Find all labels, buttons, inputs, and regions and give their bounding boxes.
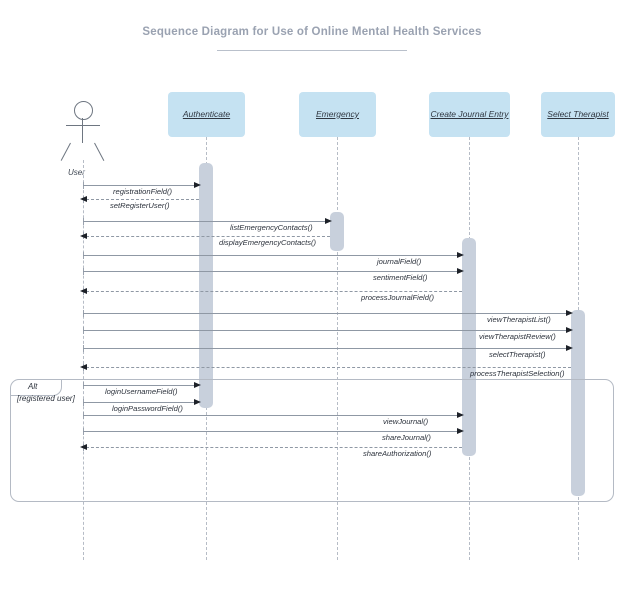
message-arrow-line xyxy=(86,199,199,200)
message-label: processTherapistSelection() xyxy=(470,369,565,378)
message-arrow-line xyxy=(83,221,327,222)
message-label: displayEmergencyContacts() xyxy=(219,238,317,247)
arrowhead-right-icon xyxy=(194,181,201,188)
participant-select-therapist[interactable]: Select Therapist xyxy=(541,92,615,137)
message-label: shareJournal() xyxy=(382,433,431,442)
message-label: setRegisterUser() xyxy=(110,201,170,210)
actor-arms-icon xyxy=(66,125,100,127)
message-arrow-line xyxy=(83,402,196,403)
message-label: viewTherapistList() xyxy=(487,315,551,324)
arrowhead-right-icon xyxy=(457,411,464,418)
message-arrow-line xyxy=(86,236,330,237)
message-arrow-line xyxy=(83,313,568,314)
alt-fragment-operator: Alt xyxy=(28,382,38,391)
message-label: listEmergencyContacts() xyxy=(230,223,313,232)
activation-bar-select-therapist xyxy=(571,310,585,496)
arrowhead-left-icon xyxy=(80,287,87,294)
participant-label: Emergency xyxy=(316,108,359,119)
message-label: selectTherapist() xyxy=(489,350,546,359)
arrowhead-right-icon xyxy=(566,309,573,316)
message-label: loginPasswordField() xyxy=(112,404,183,413)
message-arrow-line xyxy=(83,348,568,349)
arrowhead-right-icon xyxy=(457,251,464,258)
message-arrow-line xyxy=(86,291,462,292)
arrowhead-right-icon xyxy=(457,267,464,274)
page-title: Sequence Diagram for Use of Online Menta… xyxy=(142,26,482,38)
arrowhead-right-icon xyxy=(566,326,573,333)
message-label: registrationField() xyxy=(113,187,173,196)
message-arrow-line xyxy=(83,431,459,432)
activation-bar-authenticate xyxy=(199,163,213,408)
activation-bar-create-journal-entry xyxy=(462,238,476,456)
actor-label: User xyxy=(68,168,85,177)
message-arrow-line xyxy=(83,255,459,256)
message-label: loginUsernameField() xyxy=(105,387,178,396)
message-arrow-line xyxy=(83,185,196,186)
alt-fragment-tab xyxy=(10,379,62,396)
actor-leg-left-icon xyxy=(60,142,72,161)
message-arrow-line xyxy=(83,415,459,416)
arrowhead-left-icon xyxy=(80,363,87,370)
activation-bar-emergency xyxy=(330,212,344,251)
message-arrow-line xyxy=(86,447,462,448)
actor-head-icon xyxy=(74,101,93,120)
participant-emergency[interactable]: Emergency xyxy=(299,92,376,137)
message-label: viewJournal() xyxy=(383,417,429,426)
arrowhead-left-icon xyxy=(80,443,87,450)
participant-label: Authenticate xyxy=(182,108,231,119)
participant-authenticate[interactable]: Authenticate xyxy=(168,92,245,137)
message-label: viewTherapistReview() xyxy=(479,332,556,341)
message-label: journalField() xyxy=(377,257,422,266)
arrowhead-right-icon xyxy=(566,344,573,351)
title-underline xyxy=(217,50,407,51)
actor-leg-right-icon xyxy=(94,142,105,161)
alt-fragment xyxy=(10,379,614,502)
message-arrow-line xyxy=(86,367,571,368)
message-arrow-line xyxy=(83,330,568,331)
lifeline-user xyxy=(83,160,84,560)
arrowhead-right-icon xyxy=(325,217,332,224)
participant-create-journal-entry[interactable]: Create Journal Entry xyxy=(429,92,510,137)
participant-label: Select Therapist xyxy=(547,108,609,119)
arrowhead-left-icon xyxy=(80,195,87,202)
message-label: processJournalField() xyxy=(361,293,435,302)
arrowhead-right-icon xyxy=(457,427,464,434)
participant-label: Create Journal Entry xyxy=(430,108,509,119)
arrowhead-right-icon xyxy=(194,381,201,388)
message-label: shareAuthorization() xyxy=(363,449,432,458)
message-label: sentimentField() xyxy=(373,273,428,282)
message-arrow-line xyxy=(83,385,196,386)
message-arrow-line xyxy=(83,271,459,272)
arrowhead-right-icon xyxy=(194,398,201,405)
actor-torso-icon xyxy=(82,118,84,143)
arrowhead-left-icon xyxy=(80,232,87,239)
alt-fragment-guard: [registered user] xyxy=(17,394,75,403)
